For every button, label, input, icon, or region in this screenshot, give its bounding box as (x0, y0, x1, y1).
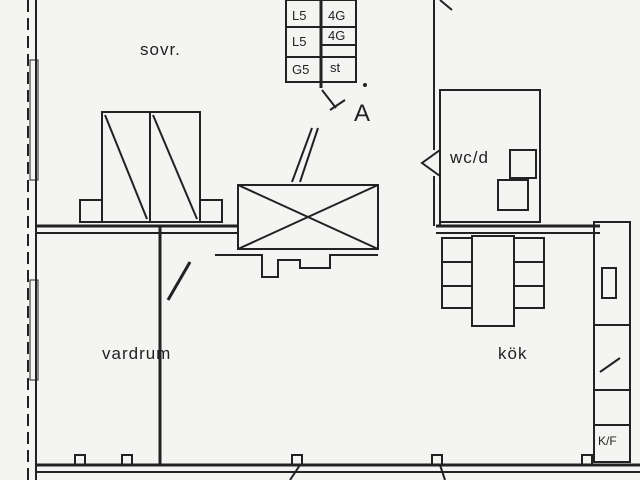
stair-mark: A (354, 100, 372, 127)
kitchen-counter (593, 221, 631, 463)
room-label-wc: wc/d (450, 148, 489, 167)
room-label-living: vardrum (102, 344, 172, 363)
closet-label: L5 (292, 8, 307, 23)
room-label-kitchen: kök (498, 344, 528, 363)
closet-label: 4G (328, 28, 346, 43)
closet-label: G5 (292, 62, 310, 77)
chimney-stair (237, 184, 379, 250)
closet-label: 4G (328, 8, 346, 23)
door-swing (166, 261, 192, 301)
fridge-freezer-label: K/F (598, 434, 617, 448)
closet-label: st (330, 60, 341, 75)
wc-room (439, 89, 541, 223)
kitchen-table (471, 235, 515, 327)
closet-label: L5 (292, 34, 307, 49)
room-label-bedroom: sovr. (140, 40, 181, 59)
